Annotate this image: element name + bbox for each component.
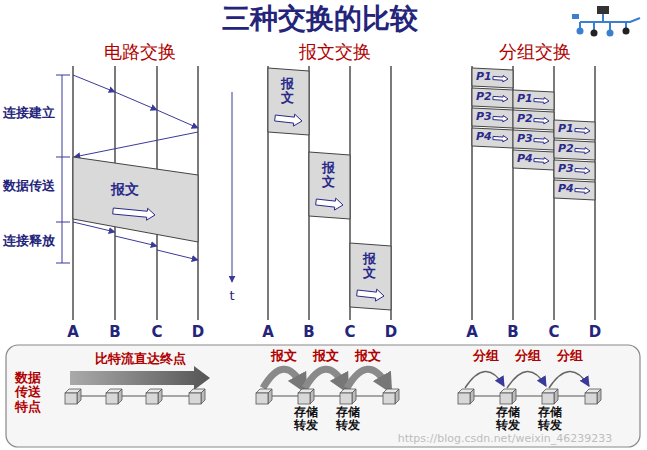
- packet-label: P2: [558, 143, 574, 155]
- feature-heading: 数据传送特点: [15, 371, 41, 414]
- signal-arrows: [73, 75, 198, 260]
- step-label: 分组: [515, 349, 541, 364]
- axis-label: t: [229, 289, 234, 304]
- block-label: 报文: [281, 77, 294, 106]
- packet-label: P3: [558, 163, 574, 175]
- node-letter: C: [344, 324, 355, 341]
- message-block: 报文: [268, 68, 309, 135]
- node-letter: B: [109, 324, 120, 341]
- packet-label: P3: [517, 133, 533, 145]
- packet-label: P1: [517, 93, 533, 105]
- packet-box: P3: [513, 130, 554, 150]
- node-letter: B: [303, 324, 314, 341]
- bit-stream: [65, 366, 210, 404]
- step-label: 分组: [557, 349, 583, 364]
- time-axis: [232, 92, 233, 282]
- packet-label: P2: [517, 113, 533, 125]
- packet-box: P2: [513, 110, 554, 130]
- node-letter: B: [507, 324, 518, 341]
- section-heading: 电路交换: [104, 42, 176, 63]
- step-label: 分组: [473, 349, 499, 364]
- node-letter: C: [548, 324, 559, 341]
- packet-box: P4: [513, 150, 554, 170]
- packet-box: P1: [554, 120, 595, 140]
- packet-box: P2: [554, 140, 595, 160]
- watermark: https://blog.csdn.net/weixin_46239233: [398, 433, 613, 446]
- node-outline: [73, 157, 198, 242]
- store-forward-label: 存储转发: [336, 406, 360, 432]
- node-letter: A: [466, 324, 478, 341]
- node-lines: [73, 66, 595, 320]
- section-heading: 报文交换: [299, 42, 371, 63]
- block-label: 报文: [322, 161, 335, 190]
- network-icon: [572, 6, 640, 37]
- node-letter: C: [151, 324, 162, 341]
- phase-label: 连接释放: [3, 234, 55, 249]
- block-label: 报文: [111, 181, 139, 199]
- node-letter: D: [192, 324, 204, 341]
- store-forward-message: [256, 369, 399, 404]
- node-letter: D: [589, 324, 601, 341]
- packet-label: P4: [517, 153, 533, 165]
- node-letter: A: [67, 324, 79, 341]
- store-forward-label: 存储转发: [294, 406, 318, 432]
- packet-box: P1: [472, 68, 513, 88]
- packet-box: P3: [554, 160, 595, 180]
- packet-label: P1: [476, 71, 492, 83]
- diagram-title: 三种交换的比较: [222, 3, 418, 35]
- packet-label: P4: [476, 131, 492, 143]
- store-forward-label: 存储转发: [496, 406, 520, 432]
- phase-label: 连接建立: [3, 106, 55, 121]
- section-heading: 分组交换: [499, 42, 571, 63]
- phase-bracket: [56, 75, 70, 263]
- step-label: 报文: [355, 349, 381, 364]
- feature-text: 比特流直达终点: [95, 352, 186, 367]
- packet-box: P2: [472, 88, 513, 108]
- packet-label: P1: [558, 123, 574, 135]
- packet-label: P2: [476, 91, 492, 103]
- packet-box: P3: [472, 108, 513, 128]
- store-forward-packet: [458, 371, 601, 404]
- message-block: 报文: [309, 152, 350, 219]
- packet-box: P1: [513, 90, 554, 110]
- packet-label: P3: [476, 111, 492, 123]
- packet-label: P4: [558, 183, 574, 195]
- block-label: 报文: [363, 252, 376, 281]
- node-letter: A: [262, 324, 274, 341]
- packet-box: P4: [472, 128, 513, 148]
- node-letter: D: [385, 324, 397, 341]
- step-label: 报文: [313, 349, 339, 364]
- packet-box: P4: [554, 180, 595, 200]
- data-band: 报文: [73, 157, 198, 242]
- store-forward-label: 存储转发: [538, 406, 562, 432]
- phase-label: 数据传送: [3, 179, 55, 194]
- step-label: 报文: [271, 349, 297, 364]
- message-block: 报文: [350, 243, 391, 310]
- feature-panel: [6, 345, 640, 447]
